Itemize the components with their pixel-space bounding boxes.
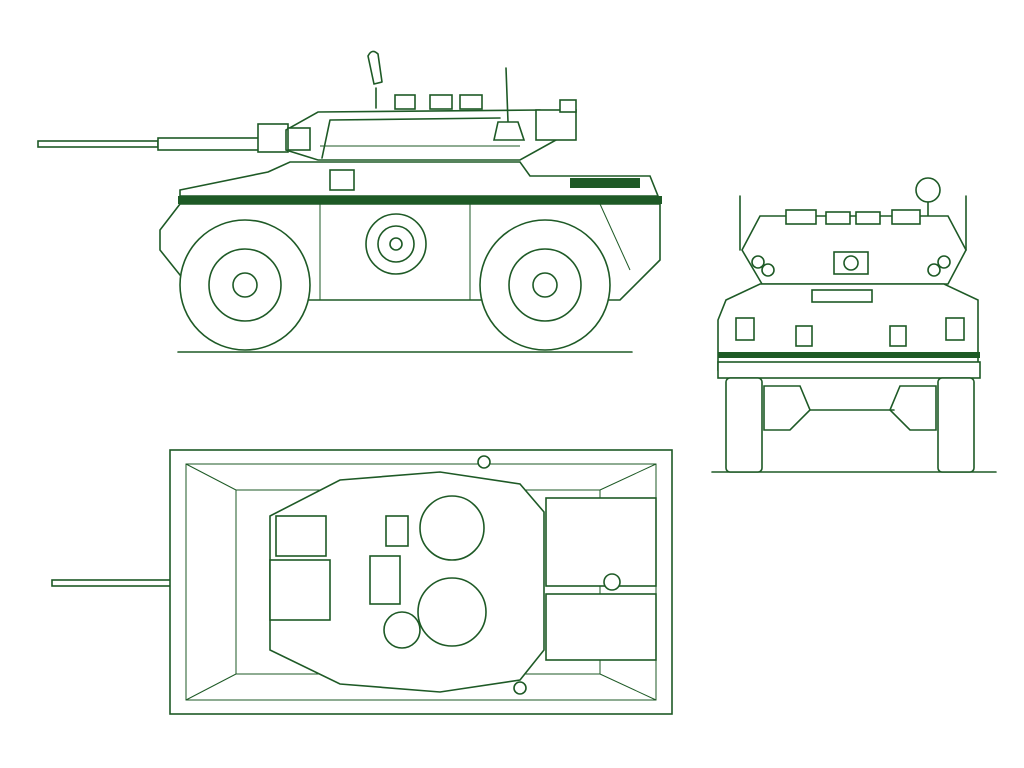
front-view [711,177,997,473]
front-hull [717,283,981,379]
side-rear-wheel [479,219,611,351]
front-turret [741,209,967,285]
side-front-wheel [179,219,311,351]
side-view [37,50,662,353]
top-bolt [513,681,527,695]
top-view [51,449,673,715]
front-right-wheel [937,377,975,473]
front-left-wheel [725,377,763,473]
side-gun-barrel [37,123,289,153]
top-bolt [477,455,491,469]
side-hull-deck [178,161,662,204]
side-spare-wheel [365,213,427,275]
side-turret [285,50,577,161]
front-suspension [763,385,937,431]
top-engine-grilles [545,497,657,661]
top-turret [269,471,545,693]
